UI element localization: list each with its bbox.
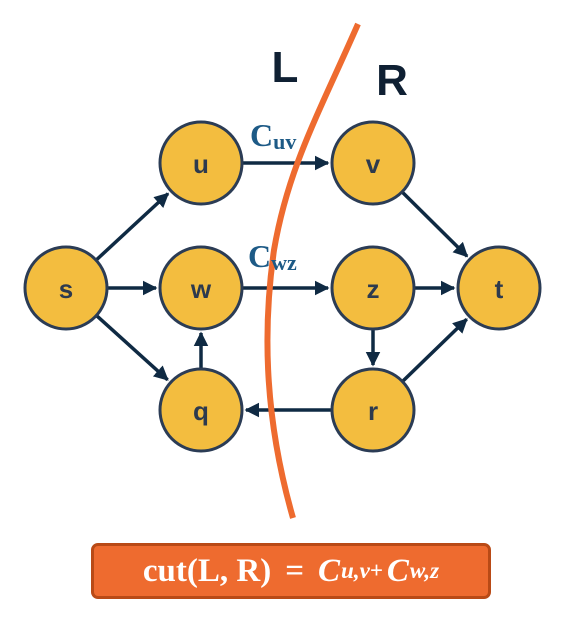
node-w: w	[158, 245, 244, 331]
formula-lhs: cut(L, R)	[142, 552, 272, 589]
node-circle	[456, 245, 542, 331]
edge-v-t	[401, 191, 469, 258]
node-circle	[158, 245, 244, 331]
node-label: z	[367, 274, 380, 304]
region-label-left: L	[272, 43, 299, 92]
node-s: s	[23, 245, 109, 331]
nodes: s u w q v z r t	[23, 120, 542, 453]
node-v: v	[330, 120, 416, 206]
node-circle	[158, 367, 244, 453]
edge-r-t	[401, 318, 468, 383]
node-label: w	[190, 274, 212, 304]
node-label: s	[59, 274, 73, 304]
node-label: u	[193, 149, 209, 179]
capacity-symbol: C	[248, 238, 271, 274]
capacity-symbol: C	[250, 117, 273, 153]
edge-s-u	[95, 192, 170, 261]
node-circle	[330, 120, 416, 206]
formula-term2-subscript: w,z	[409, 558, 440, 583]
formula-term1-symbol: C	[318, 552, 341, 589]
formula-equals: =	[285, 552, 305, 589]
formula-term1-subscript: u,v+	[341, 558, 383, 583]
region-label-right: R	[376, 56, 408, 105]
edges	[95, 155, 469, 418]
capacity-subscript: uv	[273, 129, 296, 154]
node-label: q	[193, 396, 209, 426]
node-r: r	[330, 367, 416, 453]
node-circle	[330, 367, 416, 453]
node-circle	[158, 120, 244, 206]
node-q: q	[158, 367, 244, 453]
node-label: t	[495, 274, 504, 304]
edge-s-q	[96, 314, 169, 382]
node-circle	[330, 245, 416, 331]
node-t: t	[456, 245, 542, 331]
node-label: r	[368, 396, 378, 426]
node-u: u	[158, 120, 244, 206]
capacity-label-wz: Cwz	[248, 238, 297, 275]
capacity-subscript: wz	[271, 250, 297, 275]
cut-line	[264, 22, 361, 519]
node-z: z	[330, 245, 416, 331]
node-circle	[23, 245, 109, 331]
node-label: v	[366, 149, 381, 179]
formula-term2-symbol: C	[386, 552, 409, 589]
capacity-label-uv: Cuv	[250, 117, 296, 154]
